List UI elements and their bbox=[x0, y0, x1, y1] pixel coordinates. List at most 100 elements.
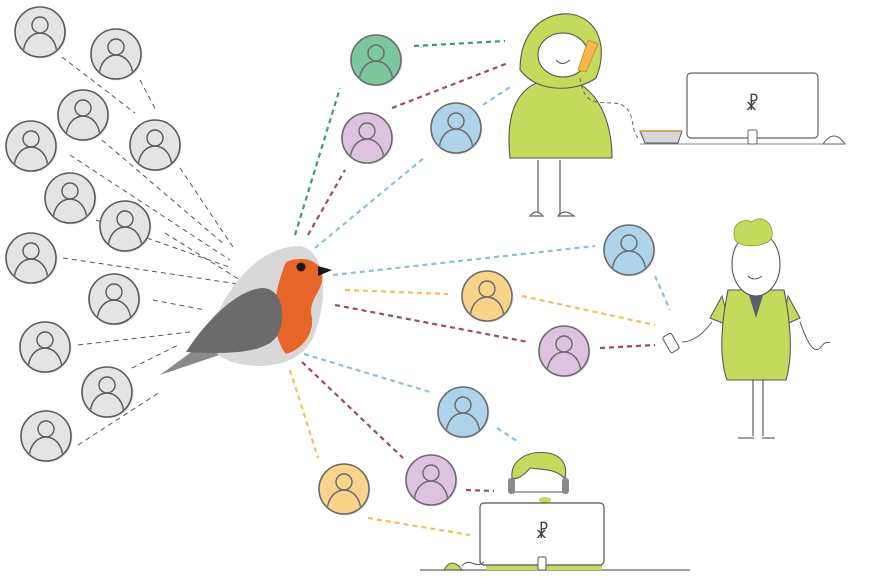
grey-contact-group bbox=[5, 6, 182, 463]
contact-avatar-purple-mid-icon bbox=[538, 325, 591, 378]
user-body-icon bbox=[349, 138, 385, 162]
robin-beak bbox=[318, 266, 332, 276]
avatar-circle bbox=[318, 463, 370, 515]
user-body-icon bbox=[65, 115, 101, 139]
user-body-icon bbox=[89, 392, 125, 416]
contact-link bbox=[69, 154, 231, 261]
user-body-icon bbox=[326, 489, 362, 513]
agent1-smile bbox=[555, 59, 571, 64]
agent1-feet bbox=[528, 211, 576, 217]
desk-mouse-icon bbox=[443, 562, 463, 571]
contact-link bbox=[164, 232, 241, 281]
avatar-circle bbox=[437, 386, 489, 438]
avatar-circle bbox=[603, 224, 655, 276]
agent2-smile bbox=[747, 275, 763, 280]
user-body-icon bbox=[469, 296, 505, 320]
avatar-circle bbox=[430, 102, 482, 154]
channel-link bbox=[314, 156, 426, 249]
channel-link bbox=[496, 427, 521, 444]
agent2-legs bbox=[752, 378, 764, 436]
grey-contact-avatar-icon bbox=[14, 6, 67, 59]
headset-right-cup bbox=[562, 478, 569, 494]
robin-breast bbox=[274, 258, 323, 354]
contact-avatar-blue-low-icon bbox=[437, 386, 490, 439]
headset-left-cup bbox=[508, 478, 515, 494]
channel-link bbox=[303, 352, 431, 394]
user-body-icon bbox=[413, 480, 449, 504]
contact-avatar-blue-mid-icon bbox=[603, 224, 656, 277]
avatar-circle bbox=[129, 119, 181, 171]
agent-with-headset: ☧ bbox=[420, 451, 690, 571]
avatar-circle bbox=[19, 321, 71, 373]
user-body-icon bbox=[445, 412, 481, 436]
channel-link bbox=[465, 488, 495, 493]
desktop-monitor: ☧ bbox=[640, 72, 846, 145]
channel-link bbox=[391, 61, 509, 110]
phone-cord bbox=[579, 77, 641, 141]
channel-link bbox=[521, 294, 656, 327]
contact-avatar-purple-top-icon bbox=[341, 112, 394, 165]
channel-link bbox=[653, 275, 672, 311]
grey-contact-avatar-icon bbox=[5, 232, 58, 285]
robin-eye bbox=[296, 262, 306, 272]
user-body-icon bbox=[358, 60, 394, 84]
contact-avatar-yellow-mid-icon bbox=[461, 270, 514, 323]
laptop-logo-icon: ☧ bbox=[535, 521, 549, 543]
user-body-icon bbox=[137, 145, 173, 169]
avatar-circle bbox=[44, 172, 96, 224]
grey-contact-avatar-icon bbox=[129, 119, 182, 172]
grey-contact-links bbox=[61, 56, 246, 446]
mouse-icon bbox=[822, 135, 846, 145]
grey-contact-avatar-icon bbox=[88, 273, 141, 326]
channel-link bbox=[334, 303, 529, 344]
grey-contact-avatar-icon bbox=[81, 366, 134, 419]
channel-link bbox=[307, 169, 346, 236]
contact-link bbox=[139, 79, 158, 113]
avatar-circle bbox=[405, 454, 457, 506]
contact-link bbox=[77, 391, 161, 446]
agent3-hair bbox=[511, 451, 567, 479]
contact-avatar-blue-top-icon bbox=[430, 102, 483, 155]
contact-link bbox=[131, 344, 179, 369]
phone-handset-icon bbox=[577, 39, 599, 73]
laptop-stand bbox=[537, 556, 547, 571]
robin-bird-icon bbox=[160, 246, 332, 375]
agent2-shirt bbox=[721, 289, 791, 381]
contact-link bbox=[95, 219, 233, 269]
avatar-circle bbox=[5, 232, 57, 284]
monitor-stand bbox=[747, 129, 758, 145]
avatar-circle bbox=[57, 89, 109, 141]
user-body-icon bbox=[22, 32, 58, 56]
avatar-circle bbox=[99, 200, 151, 252]
channel-link bbox=[367, 516, 471, 537]
channel-link bbox=[413, 39, 506, 48]
contact-link bbox=[61, 56, 136, 114]
avatar-circle bbox=[538, 325, 590, 377]
channel-link bbox=[599, 343, 656, 350]
agent1-legs bbox=[537, 160, 561, 214]
channel-link bbox=[301, 361, 404, 459]
user-body-icon bbox=[98, 54, 134, 78]
agent2-hair bbox=[733, 218, 773, 247]
agent2-tie bbox=[748, 292, 764, 318]
channel-link bbox=[482, 84, 514, 106]
contact-avatar-green-top-icon bbox=[350, 34, 403, 87]
grey-contact-avatar-icon bbox=[20, 410, 73, 463]
contact-avatar-purple-low-icon bbox=[405, 454, 458, 507]
agent1-dress bbox=[508, 77, 613, 159]
contact-avatar-yellow-low-icon bbox=[318, 463, 371, 516]
channel-link bbox=[332, 244, 596, 277]
avatar-circle bbox=[341, 112, 393, 164]
grey-contact-avatar-icon bbox=[99, 200, 152, 253]
user-body-icon bbox=[13, 258, 49, 282]
user-body-icon bbox=[27, 347, 63, 371]
user-body-icon bbox=[611, 250, 647, 274]
grey-contact-avatar-icon bbox=[5, 120, 58, 173]
avatar-circle bbox=[90, 28, 142, 80]
avatar-circle bbox=[14, 6, 66, 58]
user-body-icon bbox=[28, 436, 64, 460]
mouse-cable bbox=[461, 561, 485, 567]
monitor-logo-icon: ☧ bbox=[745, 93, 759, 115]
user-body-icon bbox=[13, 146, 49, 170]
